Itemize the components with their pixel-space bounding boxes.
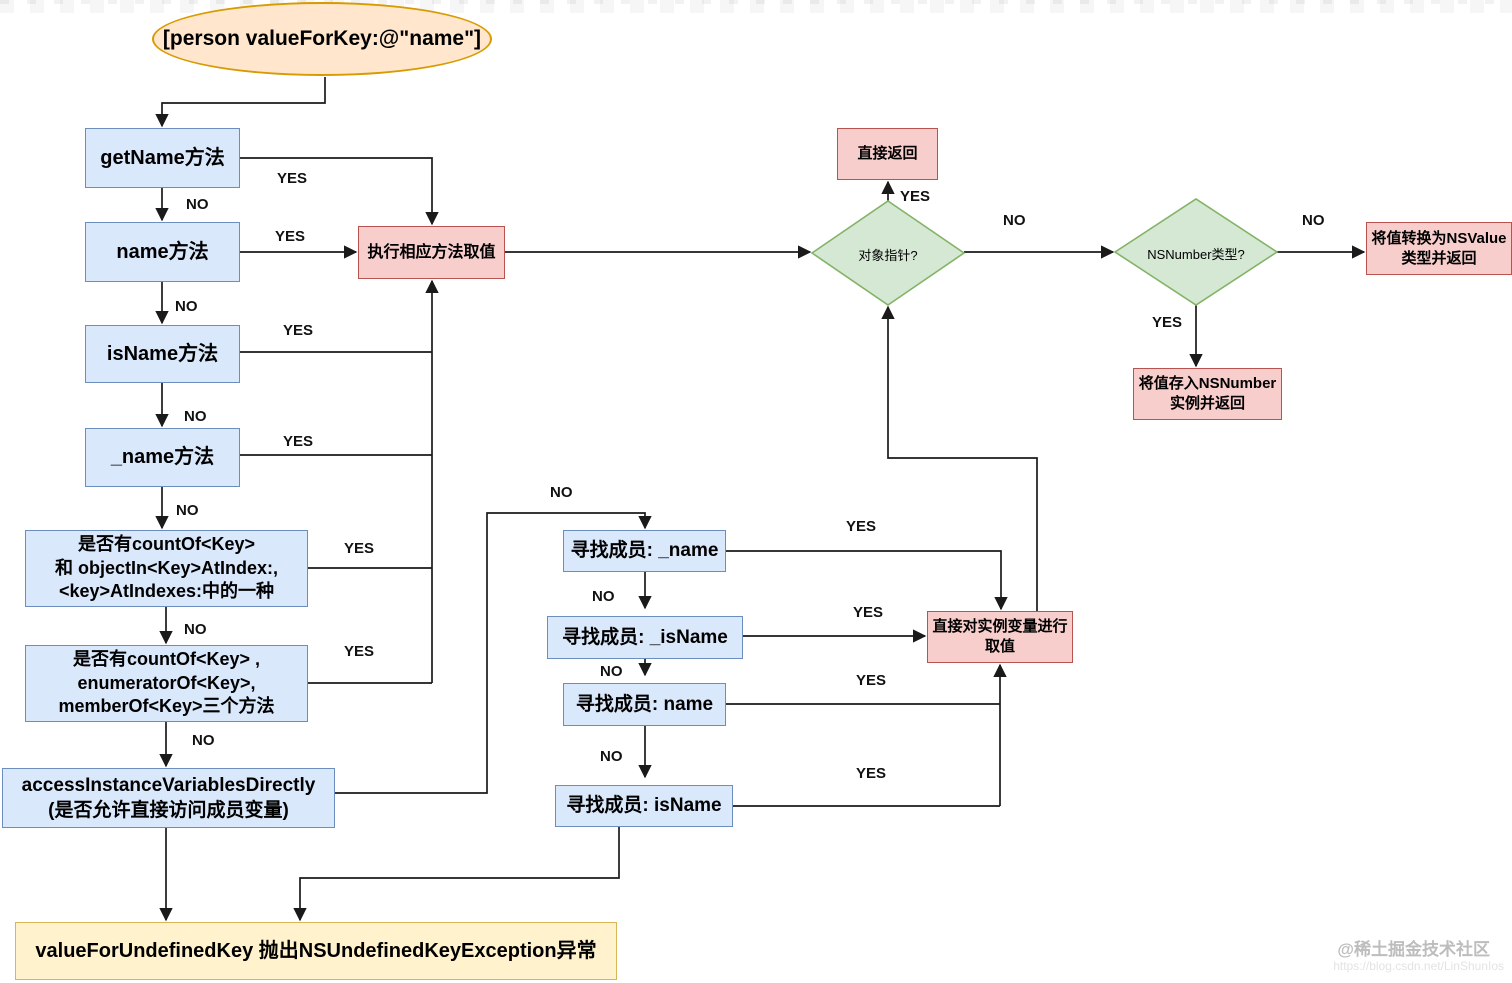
label-finduisname-no: NO bbox=[600, 663, 623, 680]
node-direct-return: 直接返回 bbox=[837, 128, 938, 180]
label-uname-yes: YES bbox=[283, 433, 314, 450]
label-uname-no: NO bbox=[176, 502, 199, 519]
node-find-ivar-name: 寻找成员: name bbox=[563, 683, 726, 726]
label-finduisname-yes: YES bbox=[853, 604, 884, 621]
edge-finduname-yes bbox=[726, 550, 1008, 611]
label-getname-no: NO bbox=[186, 196, 209, 213]
decision-nsnumber-type-label: NSNumber类型? bbox=[1147, 247, 1245, 262]
label-countof2-no: NO bbox=[192, 732, 215, 749]
label-objpointer-no: NO bbox=[1003, 212, 1026, 229]
node-access-instance-variables-directly: accessInstanceVariablesDirectly (是否允许直接访… bbox=[2, 768, 335, 828]
node-getname-method: getName方法 bbox=[85, 128, 240, 188]
node-isname-method: isName方法 bbox=[85, 325, 240, 383]
label-countof2-yes: YES bbox=[344, 643, 375, 660]
node-find-ivar-uname: 寻找成员: _name bbox=[563, 530, 726, 572]
label-isname-no: NO bbox=[184, 408, 207, 425]
edge-access-no-to-finduname bbox=[335, 512, 652, 794]
node-name-method: name方法 bbox=[85, 222, 240, 282]
decision-object-pointer-label: 对象指针? bbox=[858, 248, 918, 263]
label-getname-yes: YES bbox=[277, 170, 308, 187]
decision-nsnumber-type bbox=[1113, 198, 1279, 306]
watermark-juejin: @稀土掘金技术社区 bbox=[1337, 940, 1490, 959]
label-name-no: NO bbox=[175, 298, 198, 315]
label-objpointer-yes: YES bbox=[900, 188, 931, 205]
start-node: [person valueForKey:@"name"] bbox=[152, 2, 492, 76]
node-countof-enumerator-member: 是否有countOf<Key> , enumeratorOf<Key>, mem… bbox=[25, 645, 308, 722]
watermark-url: https://blog.csdn.net/LinShunIos bbox=[1333, 959, 1504, 973]
label-finduname-yes: YES bbox=[846, 518, 877, 535]
label-finduname-no: NO bbox=[592, 588, 615, 605]
node-undefined-key-exception: valueForUndefinedKey 抛出NSUndefinedKeyExc… bbox=[15, 922, 617, 980]
node-store-in-nsnumber: 将值存入NSNumber 实例并返回 bbox=[1133, 368, 1282, 420]
node-countof-objectin: 是否有countOf<Key> 和 objectIn<Key>AtIndex:,… bbox=[25, 530, 308, 607]
node-direct-ivar-getvalue: 直接对实例变量进行 取值 bbox=[927, 611, 1073, 663]
label-countof1-yes: YES bbox=[344, 540, 375, 557]
node-convert-to-nsvalue: 将值转换为NSValue 类型并返回 bbox=[1366, 222, 1512, 275]
label-access-no: NO bbox=[550, 484, 573, 501]
edge-start-to-getname bbox=[155, 77, 326, 128]
edge-getname-yes bbox=[240, 157, 439, 226]
label-findisname-yes: YES bbox=[856, 765, 887, 782]
label-isname-yes: YES bbox=[283, 322, 314, 339]
edge-findisname-no-to-exception bbox=[293, 827, 620, 922]
label-findname-no: NO bbox=[600, 748, 623, 765]
label-nsnumber-yes: YES bbox=[1152, 314, 1183, 331]
node-exec-method-getvalue: 执行相应方法取值 bbox=[358, 226, 505, 279]
node-find-ivar-uisname: 寻找成员: _isName bbox=[547, 616, 743, 659]
label-nsnumber-no: NO bbox=[1302, 212, 1325, 229]
decision-object-pointer bbox=[810, 200, 966, 306]
label-findname-yes: YES bbox=[856, 672, 887, 689]
node-find-ivar-isname: 寻找成员: isName bbox=[555, 785, 733, 827]
label-countof1-no: NO bbox=[184, 621, 207, 638]
edge-directivar-to-objpointer bbox=[881, 305, 1038, 611]
node-underscore-name-method: _name方法 bbox=[85, 428, 240, 487]
label-name-yes: YES bbox=[275, 228, 306, 245]
